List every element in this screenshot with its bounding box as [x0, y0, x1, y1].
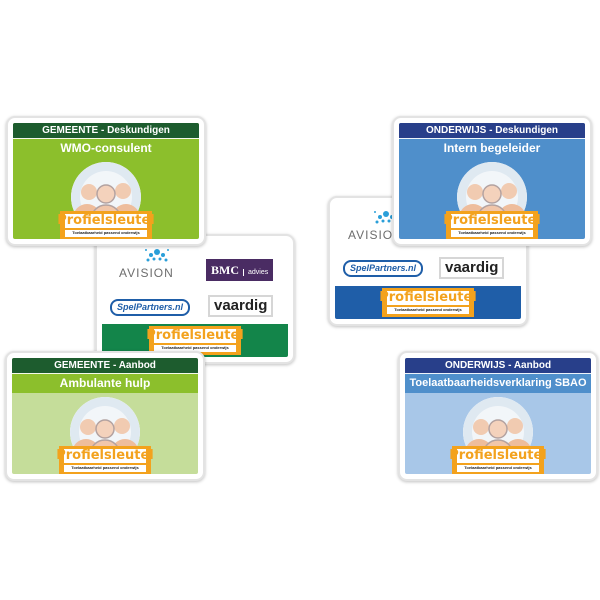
- vaardig-logo: vaardig: [208, 295, 274, 317]
- profielsleutel-logo: [149, 326, 241, 355]
- card-role: Toelaatbaarheidsverklaring SBAO: [405, 373, 591, 393]
- profielsleutel-wordmark: Profielsleutel: [449, 448, 547, 463]
- avision-logo: AVISION: [116, 247, 196, 283]
- spelpartners-logo: SpelPartners.nl: [110, 299, 191, 316]
- profielsleutel-tagline: Toelaatbaarheid passend onderwijs: [458, 230, 526, 235]
- card-category: GEMEENTE - Aanbod: [12, 358, 198, 373]
- partner-footer-band: Profielsleutel Toelaatbaarheid passend o…: [335, 286, 521, 319]
- card-category: ONDERWIJS - Deskundigen: [399, 123, 585, 138]
- profielsleutel-wordmark: Profielsleutel: [443, 213, 541, 228]
- avision-wordmark: AVISION: [348, 228, 403, 242]
- spelpartners-logo: SpelPartners.nl: [343, 260, 424, 277]
- card-gemeente-deskundigen[interactable]: GEMEENTE - Deskundigen WMO-consulent Pro…: [6, 116, 206, 246]
- card-role: Ambulante hulp: [12, 373, 198, 393]
- profielsleutel-logo: [59, 446, 151, 474]
- profielsleutel-tagline: Toelaatbaarheid passend onderwijs: [161, 345, 229, 350]
- profielsleutel-wordmark: Profielsleutel: [56, 448, 154, 463]
- card-role: WMO-consulent: [13, 138, 199, 158]
- card-category: GEMEENTE - Deskundigen: [13, 123, 199, 138]
- profielsleutel-logo: [452, 446, 544, 474]
- profielsleutel-tagline: Toelaatbaarheid passend onderwijs: [464, 465, 532, 470]
- card-onderwijs-deskundigen[interactable]: ONDERWIJS - Deskundigen Intern begeleide…: [392, 116, 592, 246]
- profielsleutel-logo: [382, 288, 474, 317]
- card-role: Intern begeleider: [399, 138, 585, 158]
- profielsleutel-wordmark: Profielsleutel: [57, 213, 155, 228]
- profielsleutel-tagline: Toelaatbaarheid passend onderwijs: [71, 465, 139, 470]
- card-gemeente-aanbod[interactable]: GEMEENTE - Aanbod Ambulante hulp Profiel…: [5, 351, 205, 481]
- profielsleutel-tagline: Toelaatbaarheid passend onderwijs: [72, 230, 140, 235]
- card-onderwijs-aanbod[interactable]: ONDERWIJS - Aanbod Toelaatbaarheidsverkl…: [398, 351, 598, 481]
- card-category: ONDERWIJS - Aanbod: [405, 358, 591, 373]
- vaardig-logo: vaardig: [439, 257, 505, 279]
- avision-wordmark: AVISION: [119, 266, 174, 280]
- profielsleutel-wordmark: Profielsleutel: [379, 290, 477, 305]
- profielsleutel-logo: [446, 211, 538, 239]
- profielsleutel-tagline: Toelaatbaarheid passend onderwijs: [394, 307, 462, 312]
- profielsleutel-logo: [60, 211, 152, 239]
- avision-dots-icon: [145, 249, 169, 262]
- profielsleutel-wordmark: Profielsleutel: [146, 328, 244, 343]
